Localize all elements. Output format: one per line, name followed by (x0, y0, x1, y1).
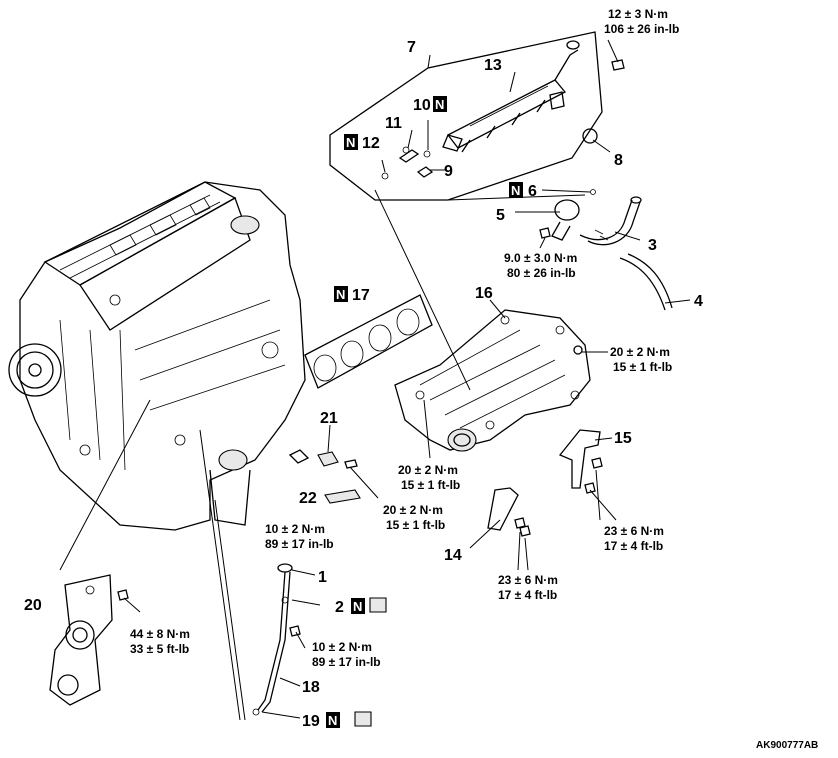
svg-text:N: N (435, 97, 444, 112)
callout-17: 17 (352, 287, 370, 304)
new-part-marker-2: N (351, 598, 365, 614)
svg-text:89 ± 17 in-lb: 89 ± 17 in-lb (265, 537, 334, 551)
svg-text:N: N (346, 135, 355, 150)
torque-spec-sensor-bolt: 20 ± 2 N·m 15 ± 1 ft-lb (383, 503, 445, 532)
callout-18: 18 (302, 679, 320, 696)
callout-14: 14 (444, 547, 462, 564)
svg-text:20 ± 2 N·m: 20 ± 2 N·m (398, 463, 458, 477)
intake-manifold (394, 309, 591, 452)
engine-bracket-20 (49, 574, 129, 706)
svg-text:N: N (328, 713, 337, 728)
callout-3: 3 (648, 237, 657, 254)
torque-spec-manifold-lower: 20 ± 2 N·m 15 ± 1 ft-lb (398, 463, 460, 492)
svg-text:20 ± 2 N·m: 20 ± 2 N·m (383, 503, 443, 517)
svg-text:20 ± 2 N·m: 20 ± 2 N·m (610, 345, 670, 359)
torque-spec-stay-15: 23 ± 6 N·m 17 ± 4 ft-lb (604, 524, 664, 553)
callout-4: 4 (694, 293, 703, 310)
callout-7: 7 (407, 39, 416, 56)
svg-text:33 ± 5 ft-lb: 33 ± 5 ft-lb (130, 642, 189, 656)
torque-spec-guide-bolt: 10 ± 2 N·m 89 ± 17 in-lb (312, 640, 381, 669)
intake-manifold-gasket (304, 294, 433, 389)
sensor-group (288, 449, 361, 504)
svg-text:15 ± 1 ft-lb: 15 ± 1 ft-lb (401, 478, 460, 492)
new-part-marker-6: N (509, 182, 523, 198)
svg-text:17 ± 4 ft-lb: 17 ± 4 ft-lb (604, 539, 663, 553)
oil-dipstick-assembly (252, 563, 387, 727)
engine-block-drawing (8, 181, 306, 531)
new-part-marker-19: N (326, 712, 340, 728)
torque-spec-manifold-nut: 20 ± 2 N·m 15 ± 1 ft-lb (610, 345, 672, 374)
callout-13: 13 (484, 57, 502, 74)
new-part-marker-12: N (344, 134, 358, 150)
leader-lines (59, 39, 691, 721)
new-part-markers: N N N N N N (326, 96, 523, 728)
pcv-hose-assembly (539, 189, 673, 311)
svg-text:12 ± 3 N·m: 12 ± 3 N·m (608, 7, 668, 21)
callout-16: 16 (475, 285, 493, 302)
svg-text:17 ± 4 ft-lb: 17 ± 4 ft-lb (498, 588, 557, 602)
torque-spec-bracket-20: 44 ± 8 N·m 33 ± 5 ft-lb (130, 627, 190, 656)
svg-text:15 ± 1 ft-lb: 15 ± 1 ft-lb (613, 360, 672, 374)
callout-5: 5 (496, 207, 505, 224)
torque-specs: 12 ± 3 N·m 106 ± 26 in-lb 9.0 ± 3.0 N·m … (130, 7, 679, 669)
callout-19: 19 (302, 713, 320, 730)
torque-spec-pcv-bolt: 9.0 ± 3.0 N·m 80 ± 26 in-lb (504, 251, 577, 280)
svg-text:23 ± 6 N·m: 23 ± 6 N·m (498, 573, 558, 587)
callout-15: 15 (614, 430, 632, 447)
svg-text:N: N (511, 183, 520, 198)
callout-10: 10 (413, 97, 431, 114)
callout-22: 22 (299, 490, 317, 507)
callout-6: 6 (528, 183, 537, 200)
svg-text:15 ± 1 ft-lb: 15 ± 1 ft-lb (386, 518, 445, 532)
new-part-marker-17: N (334, 286, 348, 302)
callout-9: 9 (444, 163, 453, 180)
callout-20: 20 (24, 597, 42, 614)
svg-text:89 ± 17 in-lb: 89 ± 17 in-lb (312, 655, 381, 669)
callout-2: 2 (335, 599, 344, 616)
torque-spec-sensor-22: 10 ± 2 N·m 89 ± 17 in-lb (265, 522, 334, 551)
figure-reference-code: AK900777AB (756, 740, 818, 751)
svg-text:10 ± 2 N·m: 10 ± 2 N·m (265, 522, 325, 536)
callout-8: 8 (614, 152, 623, 169)
svg-text:106 ± 26 in-lb: 106 ± 26 in-lb (604, 22, 679, 36)
svg-text:N: N (336, 287, 345, 302)
callout-numbers: 7 13 10 11 12 9 8 6 5 3 4 17 16 15 21 22… (24, 39, 703, 730)
svg-text:80 ± 26 in-lb: 80 ± 26 in-lb (507, 266, 576, 280)
svg-text:44 ± 8 N·m: 44 ± 8 N·m (130, 627, 190, 641)
fuel-rail-detail-box (329, 31, 625, 391)
callout-21: 21 (320, 410, 338, 427)
manifold-stay-14 (487, 487, 531, 537)
svg-text:23 ± 6 N·m: 23 ± 6 N·m (604, 524, 664, 538)
torque-spec-fuel-rail-bolt: 12 ± 3 N·m 106 ± 26 in-lb (604, 7, 679, 36)
torque-spec-stay-14: 23 ± 6 N·m 17 ± 4 ft-lb (498, 573, 558, 602)
callout-11: 11 (385, 115, 402, 132)
new-part-marker-10: N (433, 96, 447, 112)
svg-text:10 ± 2 N·m: 10 ± 2 N·m (312, 640, 372, 654)
manifold-stay-15 (558, 429, 603, 494)
callout-12: 12 (362, 135, 380, 152)
svg-text:9.0 ± 3.0 N·m: 9.0 ± 3.0 N·m (504, 251, 577, 265)
svg-text:N: N (353, 599, 362, 614)
callout-1: 1 (318, 569, 327, 586)
